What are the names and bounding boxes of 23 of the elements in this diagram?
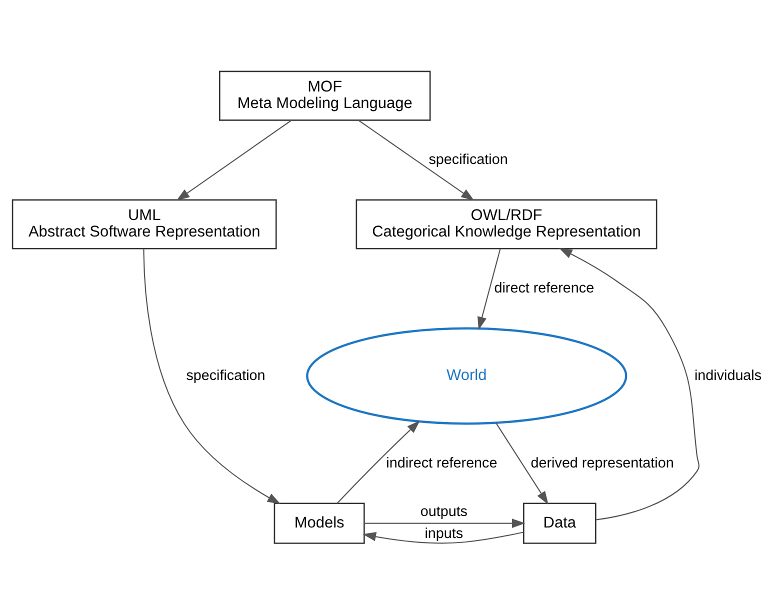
edge-label: outputs: [420, 504, 468, 520]
arrow: [496, 422, 548, 505]
arrow: [336, 420, 420, 504]
edge-label: specification: [186, 368, 266, 384]
arrow: [558, 248, 700, 520]
edge-label: derived representation: [530, 455, 674, 472]
edge-label: indirect reference: [386, 455, 498, 472]
edge-label: individuals: [694, 368, 762, 384]
arrow: [143, 248, 281, 504]
edge-label: inputs: [424, 526, 464, 542]
arrow: [364, 518, 526, 528]
arrow: [478, 248, 501, 330]
node-box: UML Abstract Software Representation: [12, 199, 277, 250]
arrow: [176, 120, 292, 201]
node-ellipse: World: [306, 327, 628, 425]
arrow: [358, 120, 474, 201]
edge-label: specification: [428, 152, 508, 168]
arrow: [362, 532, 524, 544]
edge-label: direct reference: [494, 280, 594, 296]
node-box: MOF Meta Modeling Language: [219, 70, 431, 121]
node-box: OWL/RDF Categorical Knowledge Representation: [356, 199, 658, 250]
node-box: Models: [274, 502, 365, 544]
node-box: Data: [523, 502, 596, 544]
